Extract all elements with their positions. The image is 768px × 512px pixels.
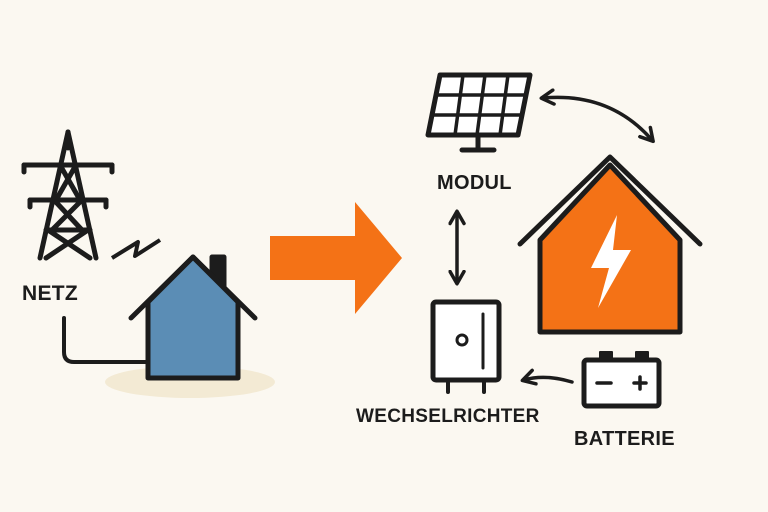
inverter-box-icon	[430, 299, 502, 394]
solar-panel-icon	[425, 72, 533, 153]
orange-house-lightning-icon	[517, 154, 703, 335]
battery-icon	[581, 351, 662, 409]
grid-label: NETZ	[22, 282, 79, 305]
power-pylon-icon	[21, 129, 115, 261]
spark-icon	[110, 238, 162, 260]
battery-label: BATTERIE	[574, 428, 675, 450]
orange-arrow-icon	[270, 202, 402, 314]
inverter-label: WECHSELRICHTER	[356, 406, 540, 427]
battery-inverter-arrow	[520, 368, 574, 386]
module-label: MODUL	[437, 172, 512, 194]
grid-cable	[62, 316, 150, 364]
panel-house-arrow	[539, 88, 655, 144]
blue-house-icon	[128, 254, 258, 381]
